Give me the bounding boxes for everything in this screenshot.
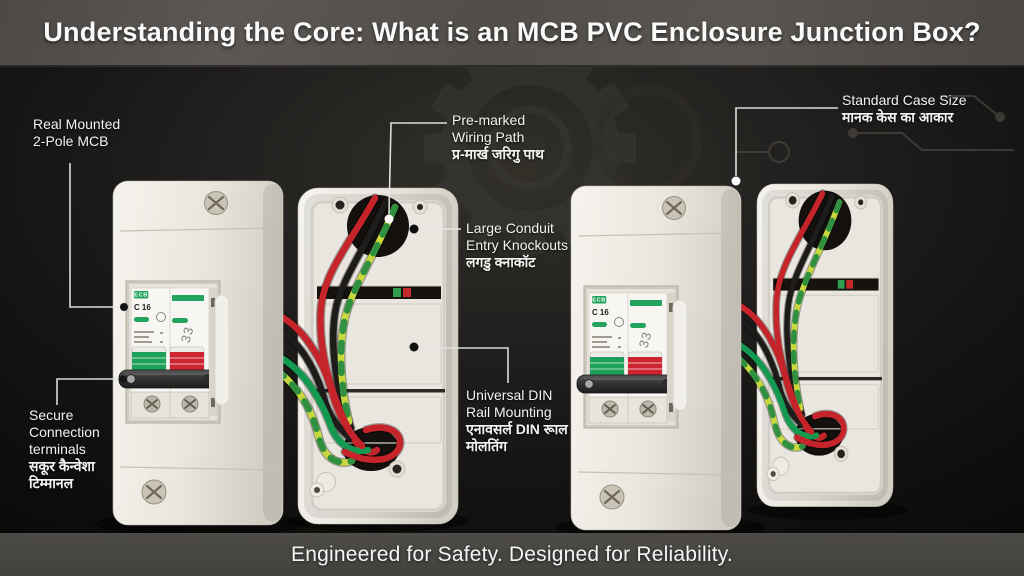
leader-real-mounted xyxy=(69,163,119,308)
callout-dots xyxy=(119,176,741,383)
callout-line: 2-Pole MCB xyxy=(33,133,109,149)
callout-standard-case: Standard Case Size मानक केस का आकार xyxy=(842,92,967,126)
callout-dot-light xyxy=(384,214,394,224)
callout-real-mounted-mcb: Real Mounted 2-Pole MCB xyxy=(33,116,120,150)
callout-line-hindi: मानक केस का आकार xyxy=(842,109,954,125)
callout-dot-dark xyxy=(409,224,419,234)
callout-line-hindi: एनावसर्ल DIN रूाल xyxy=(466,421,568,437)
callout-line: Secure xyxy=(29,407,74,423)
callout-line-hindi: टिम्मानल xyxy=(29,475,74,491)
leader-pre-marked xyxy=(388,122,447,215)
callout-line-hindi: मोलतिंग xyxy=(466,438,507,454)
callout-line: terminals xyxy=(29,441,86,457)
open-enclosure-right xyxy=(739,184,893,507)
callout-line: Entry Knockouts xyxy=(466,237,568,253)
callout-line: Rail Mounting xyxy=(466,404,552,420)
callout-line: Real Mounted xyxy=(33,116,121,132)
leader-standard-case xyxy=(735,107,838,176)
leader-secure-terminals xyxy=(56,378,118,405)
leader-universal-din xyxy=(420,347,509,383)
mcb-brand-logo: ECB xyxy=(592,296,607,304)
callout-lines xyxy=(56,107,838,405)
callout-line: Wiring Path xyxy=(452,129,525,145)
circuit-trace-decoration xyxy=(736,95,1014,163)
closed-enclosure-right xyxy=(569,184,743,532)
open-enclosure-left xyxy=(277,188,458,524)
callout-universal-din: Universal DIN Rail Mounting एनावसर्ल DIN… xyxy=(466,387,568,455)
callout-line: Connection xyxy=(29,424,100,440)
page-title: Understanding the Core: What is an MCB P… xyxy=(43,17,981,47)
callout-dot-dark xyxy=(409,342,419,352)
callout-line: Universal DIN xyxy=(466,387,553,403)
mcb-rating-label: C 16 xyxy=(592,308,609,317)
callout-secure-terminals: Secure Connection terminals सकूर कैन्वेश… xyxy=(29,407,100,492)
callout-line-hindi: लगडु क्नाकॉट xyxy=(466,254,536,270)
callout-line: Pre-marked xyxy=(452,112,526,128)
footer-tagline: Engineered for Safety. Designed for Reli… xyxy=(291,542,733,566)
callout-line: Large Conduit xyxy=(466,220,554,236)
callout-dot-light xyxy=(731,176,741,186)
mcb-brand-logo: ECB xyxy=(134,291,149,299)
mcb-rating-label: C 16 xyxy=(134,303,151,312)
callout-line-hindi: सकूर कैन्वेशा xyxy=(29,458,95,474)
closed-enclosure-left xyxy=(111,179,285,527)
callout-dot-dark xyxy=(120,303,128,311)
callout-line-hindi: प्र-मार्ख जरिगु पाथ xyxy=(452,146,545,162)
callout-line: Standard Case Size xyxy=(842,92,967,108)
footer-banner: Engineered for Safety. Designed for Reli… xyxy=(0,533,1024,576)
callout-pre-marked-wiring: Pre-marked Wiring Path प्र-मार्ख जरिगु प… xyxy=(452,112,544,163)
title-banner: Understanding the Core: What is an MCB P… xyxy=(0,0,1024,67)
callout-large-conduit: Large Conduit Entry Knockouts लगडु क्नाक… xyxy=(466,220,568,271)
callout-dot-dark xyxy=(119,375,127,383)
